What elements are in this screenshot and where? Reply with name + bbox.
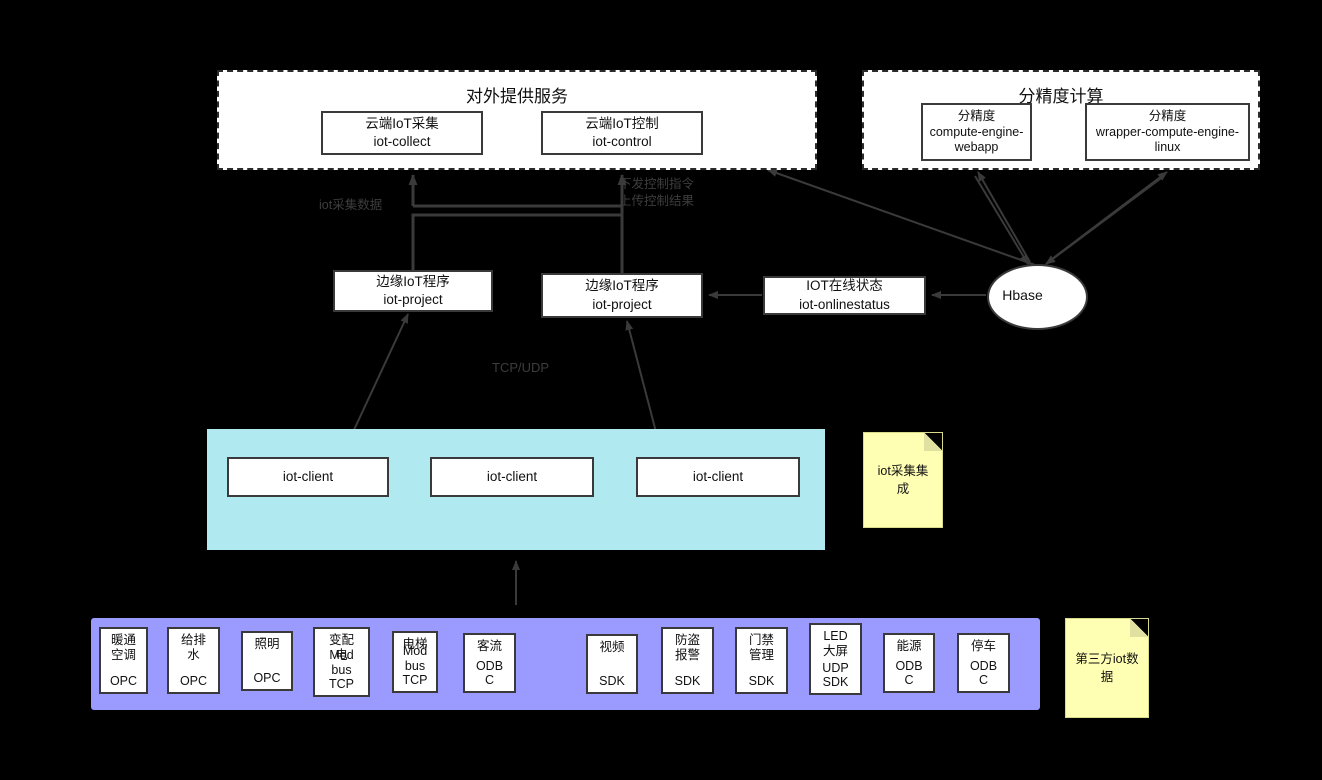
device-box-9-name: 门禁 管理 [748, 633, 774, 662]
box-iot-onlinestatus[interactable]: IOT在线状态 iot-onlinestatus [763, 276, 926, 315]
box-iot-client-1[interactable]: iot-client [227, 457, 389, 497]
box-iot-collect[interactable]: 云端IoT采集 iot-collect [321, 111, 483, 155]
device-box-8-protocol: SDK [674, 674, 701, 689]
note-third-party-iot-data-text: 第三方iot数据 [1075, 651, 1139, 684]
device-box-10-name: LED 大屏 [822, 629, 848, 658]
edge-label-collect-data: iot采集数据 [319, 198, 383, 212]
device-box-2[interactable]: 给排 水 OPC [167, 627, 220, 694]
device-box-11-name: 能源 [896, 639, 922, 653]
device-box-1-name: 暖通 空调 [110, 633, 136, 662]
box-iot-control-subtitle: iot-control [592, 134, 652, 149]
device-box-3-protocol: OPC [253, 671, 281, 686]
box-edge-iot-project-left-subtitle: iot-project [383, 292, 443, 307]
device-box-4-name: 变配 电 [328, 633, 354, 662]
box-iot-collect-subtitle: iot-collect [373, 134, 431, 149]
group-title-services: 对外提供服务 [466, 87, 568, 106]
device-box-1-protocol: OPC [109, 674, 138, 689]
device-box-3-name: 照明 [254, 637, 280, 651]
box-edge-iot-project-right[interactable]: 边缘IoT程序 iot-project [541, 273, 703, 318]
box-edge-iot-project-left-title: 边缘IoT程序 [376, 273, 450, 289]
device-box-7[interactable]: 视频 SDK [586, 634, 638, 694]
device-box-11-protocol: ODB C [895, 658, 923, 688]
box-compute-engine-webapp-subtitle: compute-engine-webapp [929, 124, 1024, 155]
group-external-services: 对外提供服务 [217, 70, 817, 170]
box-iot-client-3[interactable]: iot-client [636, 457, 800, 497]
device-box-6-protocol: ODB C [475, 658, 504, 688]
device-box-8-name: 防盗 报警 [674, 633, 700, 662]
device-box-9[interactable]: 门禁 管理 SDK [735, 627, 788, 694]
box-wrapper-compute-engine-linux-title: 分精度 [1148, 108, 1187, 123]
device-box-5-protocol: Mod bus TCP [402, 643, 428, 688]
box-iot-onlinestatus-subtitle: iot-onlinestatus [799, 296, 890, 312]
edge-label-control-commands: 下发控制指令 上传控制结果 [619, 177, 695, 208]
box-edge-iot-project-right-subtitle: iot-project [592, 296, 652, 312]
edge-label-transport-protocol: TCP/UDP [492, 360, 550, 375]
device-box-9-protocol: SDK [748, 674, 775, 689]
device-box-8[interactable]: 防盗 报警 SDK [661, 627, 714, 694]
device-box-6[interactable]: 客流 ODB C [463, 633, 516, 693]
hbase-label: Hbase [1002, 287, 1043, 303]
note-third-party-iot-data: 第三方iot数据 [1065, 618, 1149, 718]
box-compute-engine-webapp[interactable]: 分精度 compute-engine-webapp [921, 103, 1032, 161]
hbase-cylinder-body [987, 264, 1088, 330]
device-box-4-protocol: Mod bus TCP [329, 647, 354, 692]
note-fold-icon [924, 433, 942, 451]
device-box-12[interactable]: 停车 ODB C [957, 633, 1010, 693]
database-hbase[interactable]: Hbase [987, 264, 1088, 330]
box-iot-client-1-label: iot-client [282, 468, 334, 484]
box-iot-client-2[interactable]: iot-client [430, 457, 594, 497]
box-iot-control[interactable]: 云端IoT控制 iot-control [541, 111, 703, 155]
box-iot-client-3-label: iot-client [692, 468, 744, 484]
device-box-11[interactable]: 能源 ODB C [883, 633, 935, 693]
device-box-2-name: 给排 水 [180, 633, 206, 662]
box-iot-collect-title: 云端IoT采集 [365, 115, 439, 131]
box-iot-onlinestatus-title: IOT在线状态 [806, 278, 883, 294]
box-wrapper-compute-engine-linux[interactable]: 分精度 wrapper-compute-engine-linux [1085, 103, 1250, 161]
device-box-7-protocol: SDK [599, 674, 625, 689]
box-edge-iot-project-right-title: 边缘IoT程序 [585, 278, 659, 294]
device-box-1[interactable]: 暖通 空调 OPC [99, 627, 148, 694]
note-iot-collection-integration-text: iot采集集成 [877, 463, 929, 496]
box-iot-control-title: 云端IoT控制 [585, 115, 659, 131]
box-edge-iot-project-left[interactable]: 边缘IoT程序 iot-project [333, 270, 493, 312]
box-compute-engine-webapp-title: 分精度 [957, 108, 996, 123]
device-box-7-name: 视频 [599, 640, 625, 654]
group-title-precision: 分精度计算 [1018, 87, 1104, 106]
device-box-10-protocol: UDP SDK [822, 660, 849, 690]
device-box-3[interactable]: 照明 OPC [241, 631, 293, 691]
device-box-5-name: 电梯 [402, 637, 428, 651]
box-iot-client-2-label: iot-client [486, 468, 538, 484]
note-iot-collection-integration: iot采集集成 [863, 432, 943, 528]
device-box-12-protocol: ODB C [969, 658, 998, 688]
device-box-2-protocol: OPC [179, 674, 208, 689]
device-box-12-name: 停车 [970, 639, 996, 653]
box-wrapper-compute-engine-linux-subtitle: wrapper-compute-engine-linux [1095, 124, 1240, 155]
note-fold-icon-2 [1130, 619, 1148, 637]
device-box-6-name: 客流 [476, 639, 502, 653]
